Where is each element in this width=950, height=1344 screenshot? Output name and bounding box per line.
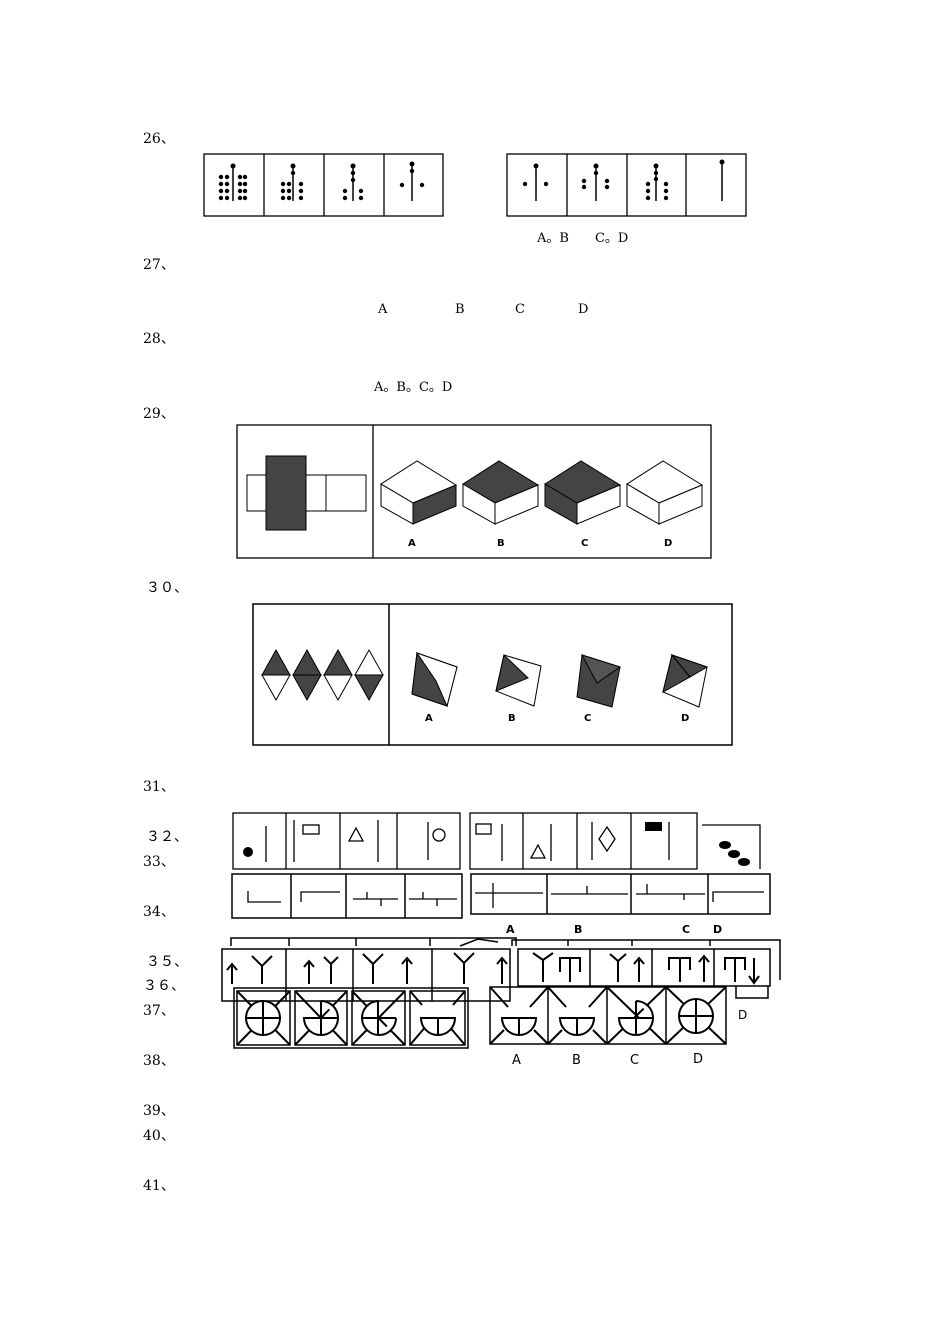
q30-option-b: B	[508, 713, 516, 724]
question-number-26: 26、	[143, 131, 175, 147]
q34-lines-figure: A B C D	[231, 873, 771, 934]
q38-circle-squares-figure: A B C D	[233, 986, 727, 1068]
question-number-28: 28、	[143, 331, 175, 347]
question-number-31: 31、	[143, 779, 175, 795]
q26-dot-pattern-figure	[203, 153, 747, 217]
q26-options-text: A。B C。D	[537, 231, 629, 246]
q34-option-d: D	[713, 923, 722, 934]
q29-cube-net-figure: A B C D	[236, 424, 712, 559]
q27-option-c: C	[515, 302, 525, 317]
q30-option-c: C	[584, 713, 591, 724]
question-number-36: ３６、	[143, 978, 185, 994]
q38-option-a: A	[512, 1053, 521, 1068]
q30-diamond-figure: A B C D	[252, 603, 733, 746]
q29-option-d: D	[664, 538, 672, 549]
question-number-39: 39、	[143, 1103, 175, 1119]
question-number-29: 29、	[143, 406, 175, 422]
q34-option-c: C	[682, 923, 690, 934]
question-number-40: 40、	[143, 1128, 175, 1144]
question-number-35: ３５、	[146, 954, 188, 970]
q27-option-b: B	[455, 302, 465, 317]
question-number-30: ３０、	[146, 580, 188, 596]
q29-option-a: A	[408, 538, 416, 549]
question-number-37: 37、	[143, 1003, 175, 1019]
q29-option-b: B	[497, 538, 505, 549]
q36-arrows-figure: D	[221, 937, 781, 1022]
q27-option-d: D	[578, 302, 589, 317]
q30-option-a: A	[425, 713, 433, 724]
question-number-38: 38、	[143, 1053, 175, 1069]
q38-option-d: D	[693, 1052, 703, 1067]
q29-option-c: C	[581, 538, 588, 549]
q38-option-c: C	[630, 1053, 639, 1068]
q34-option-b: B	[574, 923, 582, 934]
question-number-32: ３２、	[146, 829, 188, 845]
q28-options-text: A。B。C。D	[374, 380, 453, 395]
q32-shapes-figure	[232, 812, 761, 870]
question-number-34: 34、	[143, 904, 175, 920]
question-number-33: 33、	[143, 854, 175, 870]
q27-option-a: A	[378, 302, 388, 317]
q38-option-b: B	[572, 1053, 581, 1068]
question-number-41: 41、	[143, 1178, 175, 1194]
q36-option-d: D	[738, 1008, 747, 1022]
q34-option-a: A	[506, 923, 515, 934]
question-number-27: 27、	[143, 257, 175, 273]
q30-option-d: D	[681, 713, 689, 724]
